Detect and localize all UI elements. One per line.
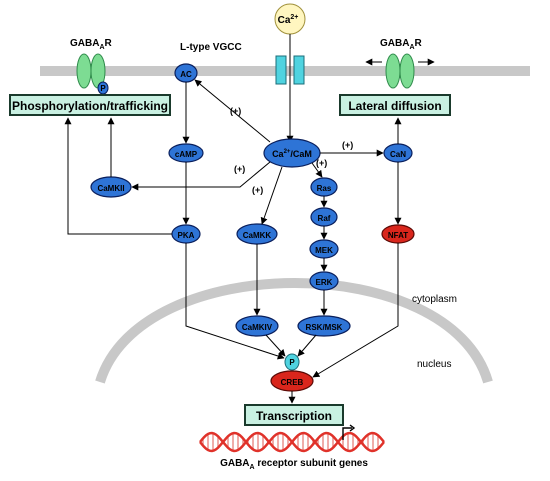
arrow-cam-to-camkk bbox=[260, 166, 283, 225]
svg-text:Raf: Raf bbox=[318, 214, 331, 223]
plus-camkii: (+) bbox=[234, 164, 245, 174]
creb-node: CREB bbox=[270, 370, 314, 392]
gaba-receptor-left bbox=[76, 53, 106, 89]
lateral-diffusion-box: Lateral diffusion bbox=[339, 94, 451, 116]
arrow-pka-to-box bbox=[64, 117, 172, 235]
camkii-node: CaMKII bbox=[90, 176, 132, 198]
plus-ac: (+) bbox=[230, 106, 241, 116]
svg-text:Ca2+/CaM: Ca2+/CaM bbox=[272, 149, 312, 159]
ca-cam-node: Ca2+/CaM bbox=[263, 138, 321, 168]
camkiv-node: CaMKIV bbox=[235, 315, 279, 337]
camp-node: cAMP bbox=[168, 143, 204, 163]
gaba-receptor-right bbox=[385, 53, 415, 89]
nuclear-envelope bbox=[95, 278, 493, 384]
svg-text:Ca2+: Ca2+ bbox=[278, 14, 299, 26]
raf-node: Raf bbox=[310, 207, 338, 227]
l-type-vgcc bbox=[275, 55, 305, 85]
svg-text:P: P bbox=[100, 84, 106, 93]
gaba-receptor-right-label: GABAAR bbox=[380, 38, 423, 51]
svg-text:NFAT: NFAT bbox=[388, 231, 408, 240]
plus-can: (+) bbox=[342, 140, 353, 150]
plus-camkk: (+) bbox=[252, 185, 263, 195]
svg-text:CaMKK: CaMKK bbox=[243, 231, 272, 240]
can-node: CaN bbox=[383, 143, 413, 163]
nfat-node: NFAT bbox=[381, 224, 415, 244]
dna-helix-icon bbox=[199, 431, 385, 453]
svg-text:Phosphorylation/trafficking: Phosphorylation/trafficking bbox=[12, 99, 168, 113]
mek-node: MEK bbox=[309, 239, 339, 259]
arrow-cam-to-camkii bbox=[131, 161, 271, 191]
camkk-node: CaMKK bbox=[236, 223, 278, 245]
calcium-ion: Ca2+ bbox=[274, 3, 306, 35]
arrow-nfat-to-creb bbox=[312, 243, 399, 378]
arrows bbox=[64, 79, 402, 404]
rsk-msk-node: RSK/MSK bbox=[297, 315, 351, 337]
svg-text:MEK: MEK bbox=[315, 246, 333, 255]
arrow-cam-to-ras bbox=[311, 162, 323, 178]
svg-text:AC: AC bbox=[180, 70, 192, 79]
svg-text:CaN: CaN bbox=[390, 150, 406, 159]
phosphorylation-trafficking-box: Phosphorylation/trafficking bbox=[9, 94, 171, 116]
creb-phospho-marker: P bbox=[284, 353, 300, 371]
gaba-receptor-left-label: GABAAR bbox=[70, 38, 113, 51]
svg-text:cAMP: cAMP bbox=[175, 150, 198, 159]
svg-text:RSK/MSK: RSK/MSK bbox=[306, 323, 343, 332]
dna-strand bbox=[199, 431, 385, 453]
pka-node: PKA bbox=[171, 224, 201, 244]
svg-text:CaMKII: CaMKII bbox=[97, 184, 124, 193]
svg-text:Lateral diffusion: Lateral diffusion bbox=[348, 99, 441, 113]
nucleus-label: nucleus bbox=[417, 359, 451, 370]
cytoplasm-label: cytoplasm bbox=[412, 294, 457, 305]
svg-text:Transcription: Transcription bbox=[256, 409, 332, 423]
svg-text:ERK: ERK bbox=[316, 278, 333, 287]
svg-text:Ras: Ras bbox=[317, 184, 332, 193]
svg-text:PKA: PKA bbox=[178, 231, 195, 240]
svg-text:CaMKIV: CaMKIV bbox=[242, 323, 273, 332]
arrow-pka-to-creb bbox=[185, 243, 285, 360]
vgcc-label: L-type VGCC bbox=[180, 42, 242, 53]
phospho-marker: P bbox=[97, 81, 109, 95]
genes-label: GABAA receptor subunit genes bbox=[220, 458, 368, 471]
transcription-start-icon bbox=[342, 424, 356, 440]
arrow-cam-to-ac bbox=[194, 79, 271, 143]
arrow-camkiv-to-creb bbox=[265, 334, 286, 357]
plus-ras: (+) bbox=[316, 158, 327, 168]
ras-node: Ras bbox=[310, 177, 338, 197]
erk-node: ERK bbox=[309, 271, 339, 291]
svg-text:P: P bbox=[289, 358, 295, 367]
svg-text:CREB: CREB bbox=[281, 378, 304, 387]
ac-node: AC bbox=[174, 63, 198, 83]
arrow-rsk-to-creb bbox=[297, 334, 317, 357]
transcription-box: Transcription bbox=[244, 404, 344, 426]
